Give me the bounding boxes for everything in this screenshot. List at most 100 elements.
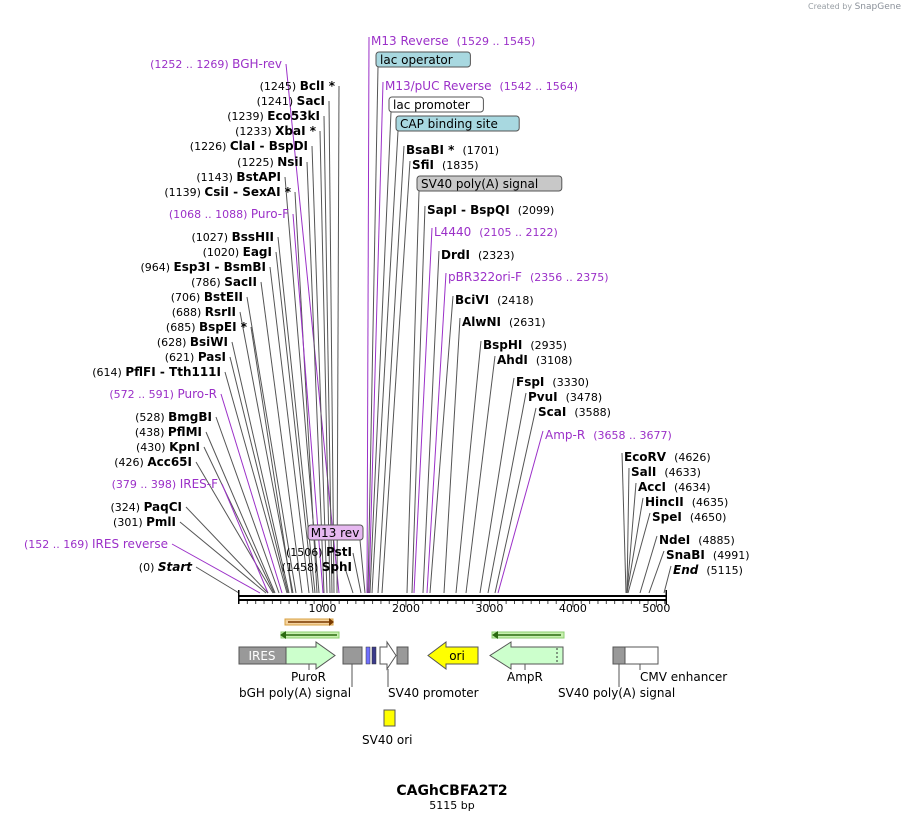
ori-feature[interactable] — [427, 641, 479, 670]
position-text: (4650) — [690, 511, 727, 524]
bcli-label[interactable]: (1245) BclI * — [260, 79, 336, 93]
pvui-label[interactable]: PvuI(3478) — [528, 390, 602, 404]
puro-r-label[interactable]: (572 .. 591) Puro-R — [109, 387, 217, 401]
xbai-label[interactable]: (1233) XbaI * — [235, 124, 317, 138]
name-text: End — [673, 563, 699, 577]
snabi-label[interactable]: SnaBI(4991) — [666, 548, 749, 562]
l4440-label[interactable]: L4440(2105 .. 2122) — [434, 225, 558, 239]
bsphi-label[interactable]: BspHI(2935) — [483, 338, 567, 352]
end-label[interactable]: End (5115) — [673, 563, 743, 577]
paqci-label[interactable]: (324) PaqCI — [110, 500, 182, 514]
sv40-polya-feature-2[interactable] — [612, 646, 626, 665]
credit-brand: SnapGene — [854, 2, 901, 12]
bgh-rev-label[interactable]: (1252 .. 1269) BGH-rev — [150, 57, 282, 71]
m13-reverse-label[interactable]: M13 Reverse(1529 .. 1545) — [371, 34, 535, 48]
lac-promoter-feature[interactable] — [365, 646, 371, 665]
bcivi-label[interactable]: BciVI(2418) — [455, 293, 534, 307]
bsteii-leader — [246, 296, 297, 594]
pasi-label[interactable]: (621) PasI — [165, 350, 226, 364]
sv40-promoter-feature[interactable] — [379, 640, 397, 671]
acc65i-label[interactable]: (426) Acc65I — [114, 455, 192, 469]
sv40-ori-feature[interactable] — [383, 709, 396, 727]
name-text: IRES reverse — [92, 537, 168, 551]
alwni-label[interactable]: AlwNI(2631) — [462, 315, 546, 329]
sfii-label[interactable]: SfiI(1835) — [412, 158, 479, 172]
name-text: BsiWI — [190, 335, 228, 349]
saci-label[interactable]: (1241) SacI — [257, 94, 325, 108]
bstapi-label[interactable]: (1143) BstAPI — [196, 170, 281, 184]
bmgbi-label[interactable]: (528) BmgBI — [135, 410, 212, 424]
position-text: (5115) — [706, 564, 743, 577]
clai-bspdi-label[interactable]: (1226) ClaI - BspDI — [190, 139, 308, 153]
puro-f-label[interactable]: (1068 .. 1088) Puro-F — [169, 207, 289, 221]
ires-reverse-label[interactable]: (152 .. 169) IRES reverse — [24, 537, 168, 551]
ecorv-label[interactable]: EcoRV(4626) — [624, 450, 711, 464]
lac-operator-box[interactable] — [375, 51, 471, 68]
fspi-label[interactable]: FspI(3330) — [516, 375, 589, 389]
sphi-label[interactable]: (1458) SphI — [282, 560, 352, 574]
name-text: Start — [158, 560, 193, 574]
bsteii-label[interactable]: (706) BstEII — [171, 290, 243, 304]
bgh-polya-feature[interactable] — [342, 646, 363, 665]
pflfi-tth111i-label[interactable]: (614) PflFI - Tth111I — [92, 365, 221, 379]
ires-f-label[interactable]: (379 .. 398) IRES-F — [112, 477, 218, 491]
position-text: (4885) — [698, 534, 735, 547]
csii-sexai-label[interactable]: (1139) CsiI - SexAI * — [164, 185, 291, 199]
esp3i-bsmbi-label[interactable]: (964) Esp3I - BsmBI — [140, 260, 266, 274]
position-text: (1245) — [260, 80, 300, 93]
ndei-label[interactable]: NdeI (4885) — [659, 533, 735, 547]
m13-puc-reverse-label[interactable]: M13/pUC Reverse(1542 .. 1564) — [385, 79, 578, 93]
snapgene-credit: Created by SnapGene — [808, 2, 901, 12]
lac-operator-feature[interactable] — [371, 646, 377, 665]
name-text: NdeI — [659, 533, 690, 547]
left-feature-labels: (1252 .. 1269) BGH-rev (1245) BclI *(1241… — [24, 57, 336, 574]
position-text: (786) — [191, 276, 224, 289]
name-text: pBR322ori-F — [448, 270, 522, 284]
start-label[interactable]: (0) Start — [139, 560, 193, 574]
snabi-leader — [648, 550, 665, 594]
m13-rev-box[interactable] — [307, 524, 364, 541]
drdi-label[interactable]: DrdI(2323) — [441, 248, 515, 262]
sacii-label[interactable]: (786) SacII — [191, 275, 257, 289]
alwni-leader — [443, 317, 461, 594]
cap-binding-site-box[interactable] — [395, 115, 520, 132]
ires-f-leader — [221, 483, 269, 594]
name-text: SfiI — [412, 158, 434, 172]
pflmi-label[interactable]: (438) PflMI — [135, 425, 202, 439]
hincii-label[interactable]: HincII(4635) — [645, 495, 728, 509]
eco53ki-label[interactable]: (1239) Eco53kI — [227, 109, 320, 123]
ahdi-label[interactable]: AhdI(3108) — [497, 353, 572, 367]
rsrii-leader — [239, 311, 294, 594]
acc65i-leader — [195, 461, 274, 594]
lac-promoter-box[interactable] — [388, 96, 484, 113]
pmli-label[interactable]: (301) PmlI — [113, 515, 176, 529]
puror-feature[interactable] — [285, 641, 336, 670]
bsabi-label[interactable]: BsaBI *(1701) — [406, 143, 499, 157]
rsrii-label[interactable]: (688) RsrII — [172, 305, 236, 319]
sali-label[interactable]: SalI(4633) — [631, 465, 701, 479]
sv40-poly-a-signal-box[interactable] — [416, 175, 563, 192]
plasmid-length: 5115 bp — [429, 799, 474, 812]
sv40-polya-feature-1[interactable] — [396, 646, 409, 665]
psti-label[interactable]: (1506) PstI — [286, 545, 352, 559]
ampr-feature[interactable] — [489, 641, 564, 670]
amp-r-label[interactable]: Amp-R(3658 .. 3677) — [545, 428, 672, 442]
pbr322ori-f-label[interactable]: pBR322ori-F(2356 .. 2375) — [448, 270, 609, 284]
scai-label[interactable]: ScaI(3588) — [538, 405, 611, 419]
kpni-label[interactable]: (430) KpnI — [136, 440, 200, 454]
acci-label[interactable]: AccI(4634) — [638, 480, 711, 494]
bsshii-label[interactable]: (1027) BssHII — [192, 230, 274, 244]
position-text: (528) — [135, 411, 168, 424]
bcli-leader — [336, 85, 340, 594]
spei-label[interactable]: SpeI(4650) — [652, 510, 726, 524]
name-text: BstAPI — [236, 170, 281, 184]
eagi-label[interactable]: (1020) EagI — [203, 245, 272, 259]
nsii-label[interactable]: (1225) NsiI — [237, 155, 303, 169]
bsiwi-label[interactable]: (628) BsiWI — [157, 335, 228, 349]
sapi-bspqi-label[interactable]: SapI - BspQI(2099) — [427, 203, 554, 217]
name-text: RsrII — [205, 305, 236, 319]
l4440-leader — [413, 227, 433, 594]
cmv-enhancer-feature[interactable] — [624, 646, 659, 665]
m13-rev-label: M13 rev — [311, 526, 360, 540]
bspei-label[interactable]: (685) BspEI * — [166, 320, 248, 334]
